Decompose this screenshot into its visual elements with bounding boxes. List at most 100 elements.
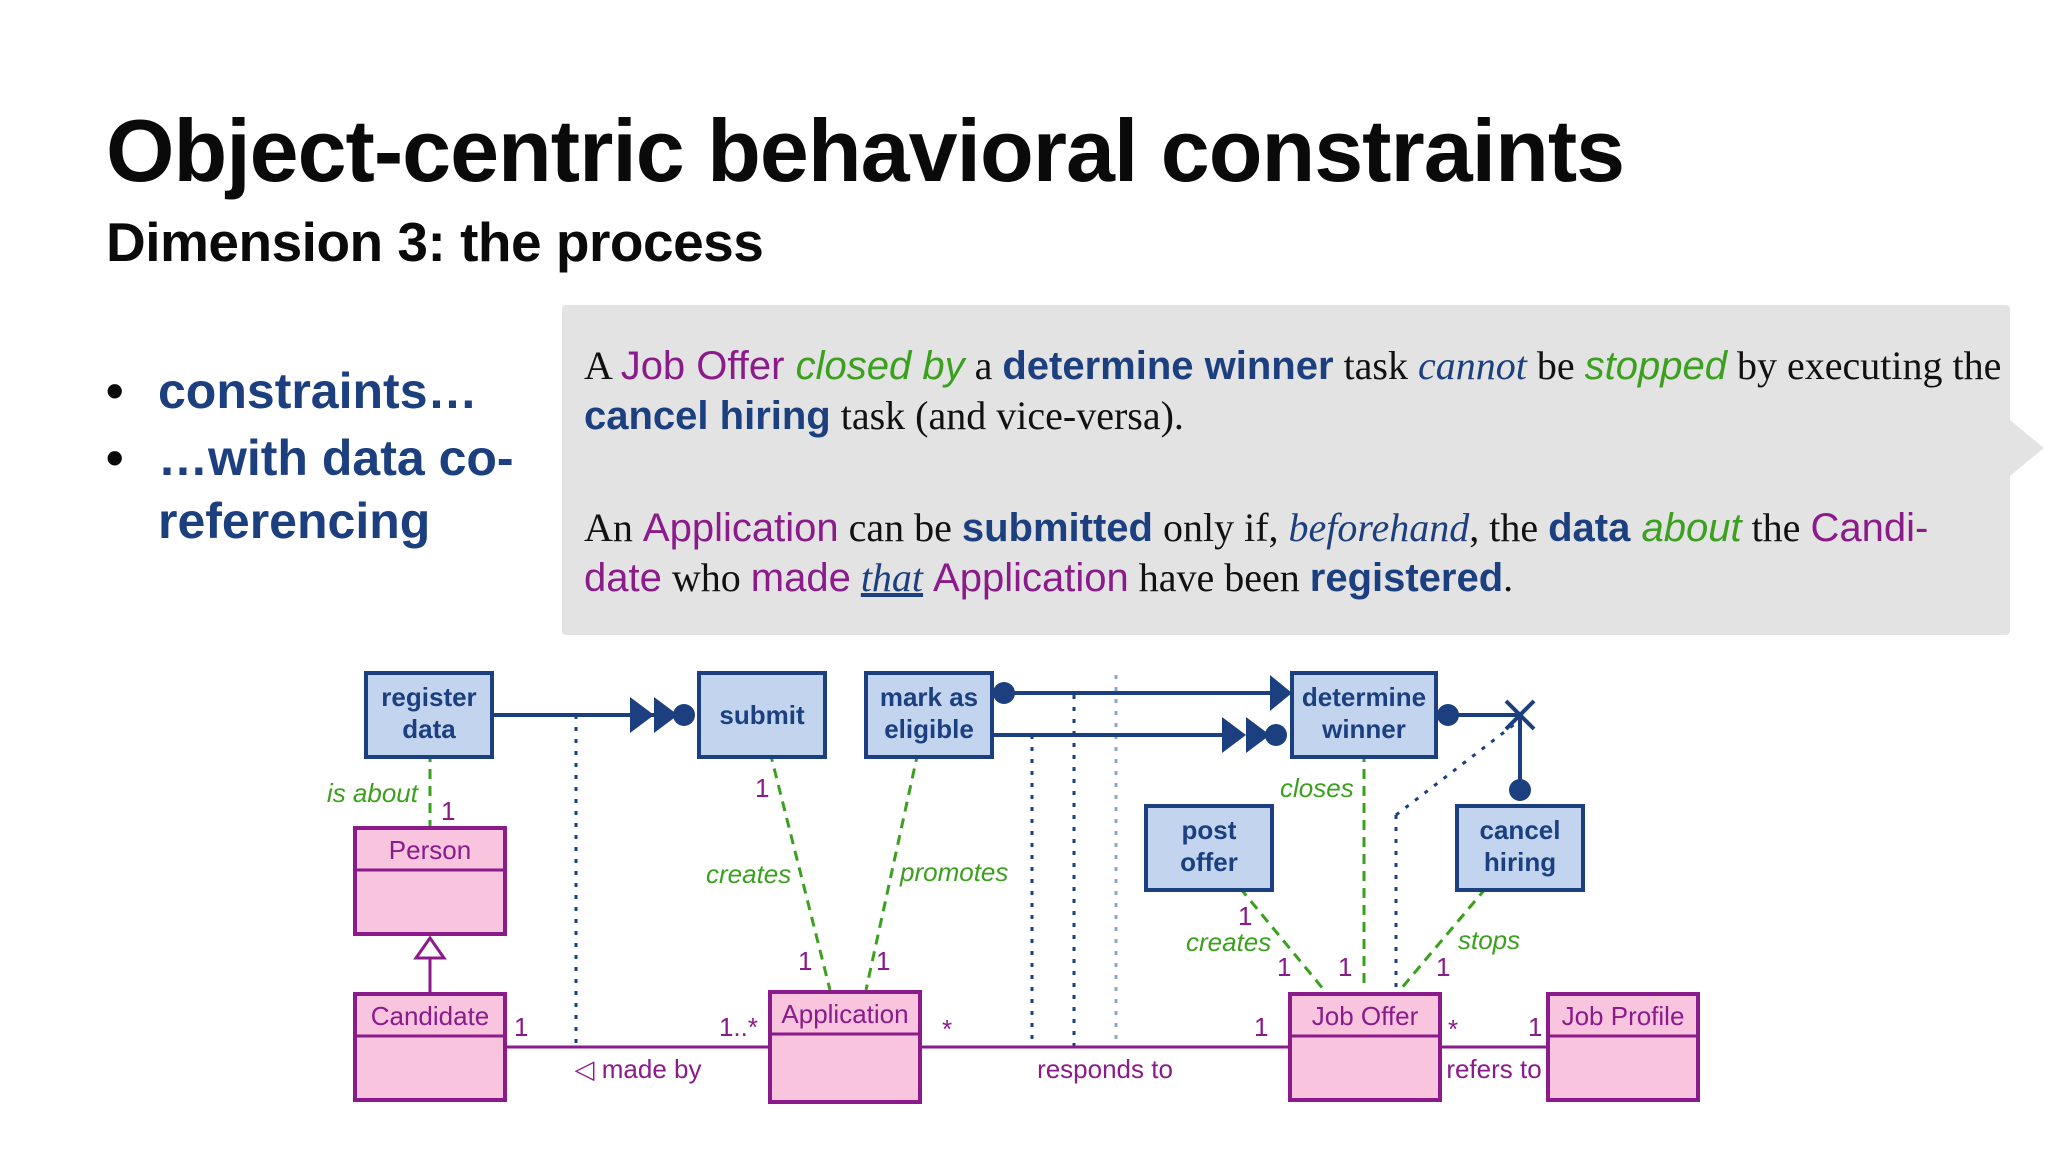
slide-subtitle: Dimension 3: the process bbox=[106, 211, 764, 273]
task-label-line2: data bbox=[402, 714, 456, 744]
class-person: Person bbox=[353, 826, 507, 936]
not-coexistence-cross bbox=[1504, 699, 1536, 731]
relation-creates-post-line bbox=[1238, 887, 1326, 991]
relation-label-stops: stops bbox=[1458, 925, 1520, 955]
term-application: Application bbox=[933, 556, 1129, 600]
coref-line-6 bbox=[1395, 718, 1521, 817]
term-that: that bbox=[860, 555, 924, 600]
task-post-offer: post offer bbox=[1144, 804, 1274, 892]
mult-candidate-madeby: 1 bbox=[514, 1012, 528, 1042]
term-made: made bbox=[750, 556, 851, 600]
term-application: Application bbox=[642, 506, 839, 550]
response-dot-cancel bbox=[1509, 779, 1531, 801]
task-submit: submit bbox=[697, 671, 827, 759]
task-label-line2: winner bbox=[1321, 714, 1406, 744]
mult-post-offer: 1 bbox=[1238, 901, 1252, 931]
double-arrow-head-1 bbox=[630, 697, 654, 733]
mult-joboffer-refers: * bbox=[1448, 1014, 1458, 1044]
task-label: submit bbox=[719, 700, 805, 730]
mult-joboffer-stops: 1 bbox=[1436, 952, 1450, 982]
task-label-line2: hiring bbox=[1484, 847, 1556, 877]
relation-promotes-line bbox=[864, 751, 920, 991]
class-name: Application bbox=[781, 999, 908, 1029]
relation-labels: is about creates promotes closes creates… bbox=[327, 773, 1520, 957]
relation-label-promotes: promotes bbox=[899, 857, 1008, 887]
generalization-arrow bbox=[413, 935, 447, 960]
class-application: Application bbox=[768, 990, 922, 1104]
association-labels: ◁ made by responds to refers to bbox=[575, 1054, 1542, 1084]
mult-joboffer-closes: 1 bbox=[1338, 952, 1352, 982]
class-name: Job Offer bbox=[1312, 1001, 1419, 1031]
class-candidate: Candidate bbox=[353, 992, 507, 1102]
assoc-label-refers-to: refers to bbox=[1446, 1054, 1541, 1084]
class-name: Job Profile bbox=[1562, 1001, 1685, 1031]
response-dot-mark-start bbox=[993, 682, 1015, 704]
bullet-item-data-coreferencing: • …with data co-referencing bbox=[106, 427, 566, 553]
bullet-marker: • bbox=[106, 363, 124, 419]
term-closed-by: closed by bbox=[784, 344, 965, 388]
class-name: Person bbox=[389, 835, 471, 865]
class-job-offer: Job Offer bbox=[1288, 992, 1442, 1102]
callout-paragraph-2: An Application can be submitted only if,… bbox=[584, 505, 1929, 600]
task-cancel-hiring: cancel hiring bbox=[1455, 804, 1585, 892]
slide-title: Object-centric behavioral constraints bbox=[106, 101, 1625, 200]
task-label-line1: register bbox=[381, 682, 476, 712]
mult-application-promotes: 1 bbox=[876, 946, 890, 976]
bullet-text: constraints… bbox=[158, 363, 478, 419]
task-register-data: register data bbox=[364, 671, 494, 759]
bullet-item-constraints: • constraints… bbox=[106, 360, 566, 423]
mult-application-creates: 1 bbox=[798, 946, 812, 976]
mult-is-about: 1 bbox=[441, 796, 455, 826]
relation-label-closes: closes bbox=[1280, 773, 1354, 803]
double-arrow-head-3 bbox=[1222, 717, 1246, 753]
class-name: Candidate bbox=[371, 1001, 490, 1031]
term-candidate: Candi-date bbox=[584, 506, 1929, 600]
class-job-profile: Job Profile bbox=[1546, 992, 1700, 1102]
mult-submit: 1 bbox=[755, 773, 769, 803]
relation-stops-line bbox=[1398, 887, 1488, 991]
task-label-line2: eligible bbox=[884, 714, 974, 744]
mult-application-madeby: 1..* bbox=[719, 1012, 758, 1042]
bullet-marker: • bbox=[106, 430, 124, 486]
callout-pointer bbox=[2010, 420, 2044, 476]
response-dot-submit bbox=[673, 704, 695, 726]
arrow-head-determine bbox=[1270, 675, 1292, 711]
relation-lines bbox=[428, 751, 1488, 991]
relation-label-is-about: is about bbox=[327, 778, 420, 808]
relation-label-creates: creates bbox=[706, 859, 791, 889]
callout-paragraph-1: A Job Offer closed by a determine winner… bbox=[584, 343, 2002, 438]
task-label-line2: offer bbox=[1180, 847, 1238, 877]
mult-joboffer-creates: 1 bbox=[1277, 952, 1291, 982]
task-label-line1: post bbox=[1182, 815, 1237, 845]
task-label-line1: cancel bbox=[1480, 815, 1561, 845]
double-arrow-head-2 bbox=[654, 697, 678, 733]
relation-creates-line bbox=[768, 751, 832, 991]
callout-box: A Job Offer closed by a determine winner… bbox=[562, 305, 2010, 635]
task-label-line1: determine bbox=[1302, 682, 1426, 712]
bullet-list: • constraints… • …with data co-referenci… bbox=[106, 360, 566, 557]
task-constraints bbox=[494, 691, 1522, 790]
term-data: data bbox=[1548, 506, 1631, 550]
assoc-label-made-by: ◁ made by bbox=[575, 1054, 702, 1084]
constraint-markers bbox=[630, 675, 1536, 801]
mult-joboffer-responds: 1 bbox=[1254, 1012, 1268, 1042]
task-mark-as-eligible: mark as eligible bbox=[864, 671, 994, 759]
term-job-offer: Job Offer bbox=[620, 344, 785, 388]
relation-label-creates-post: creates bbox=[1186, 927, 1271, 957]
response-dot-winner bbox=[1437, 704, 1459, 726]
term-submitted: submitted bbox=[961, 506, 1153, 550]
term-determine-winner: determine winner bbox=[1002, 344, 1334, 388]
task-determine-winner: determine winner bbox=[1290, 671, 1438, 759]
bullet-text: …with data co-referencing bbox=[158, 430, 514, 549]
term-beforehand: beforehand bbox=[1288, 505, 1470, 550]
term-registered: registered bbox=[1309, 556, 1504, 600]
task-label-line1: mark as bbox=[880, 682, 978, 712]
assoc-label-responds-to: responds to bbox=[1037, 1054, 1173, 1084]
term-cancel-hiring: cancel hiring bbox=[584, 394, 831, 438]
multiplicity-labels: 1 1 1 1 1 1 1 1 1 1..* * 1 * 1 bbox=[441, 773, 1542, 1044]
response-dot-determine bbox=[1265, 724, 1287, 746]
term-stopped: stopped bbox=[1584, 344, 1727, 388]
association-lines bbox=[413, 935, 1548, 1049]
term-cannot: cannot bbox=[1418, 343, 1527, 388]
